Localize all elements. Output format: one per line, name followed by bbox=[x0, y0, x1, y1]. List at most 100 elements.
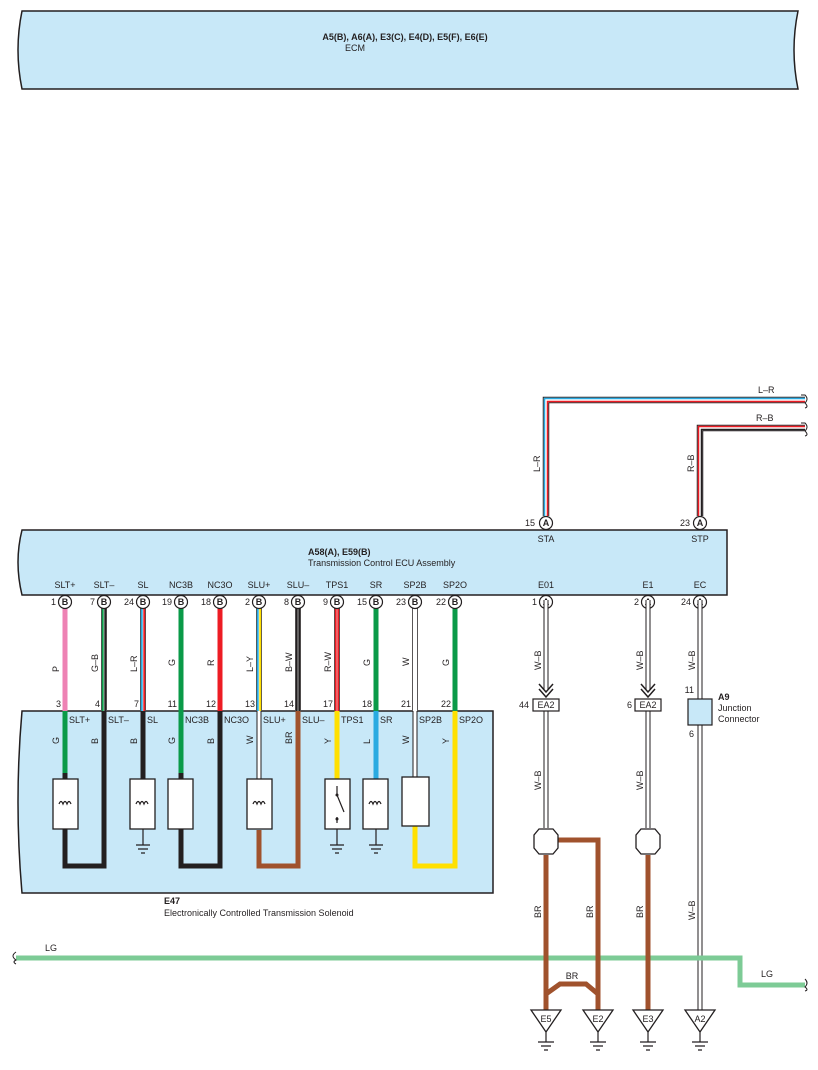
wire-label-lg-right: LG bbox=[761, 969, 773, 979]
coil-icon bbox=[246, 778, 273, 830]
pin-number: 1 bbox=[51, 597, 56, 607]
pin-number: 24 bbox=[124, 597, 134, 607]
wire-color-label: L–Y bbox=[245, 656, 255, 672]
pin-label: STP bbox=[691, 534, 709, 544]
ground-a2-icon: A2 bbox=[683, 1009, 717, 1051]
a9-name-line1: Junction bbox=[718, 703, 752, 713]
pin-number: 15 bbox=[525, 518, 535, 528]
a9-name-line2: Connector bbox=[718, 714, 760, 724]
pin-number: 22 bbox=[441, 699, 451, 709]
pin-connector-letter: A bbox=[543, 518, 550, 528]
harness-wire: G bbox=[167, 605, 184, 711]
pin-label: SLU– bbox=[287, 580, 310, 590]
junction-ea2-left bbox=[532, 698, 560, 712]
pin-number: 15 bbox=[357, 597, 367, 607]
pin-connector-letter: B bbox=[62, 597, 69, 607]
pin-number: 21 bbox=[401, 699, 411, 709]
ea2-right-pin: 6 bbox=[627, 700, 632, 710]
harness-wire: B–W bbox=[284, 605, 301, 711]
pin-label: SLU+ bbox=[248, 580, 271, 590]
pin-label: SR bbox=[370, 580, 383, 590]
pin-label: TPS1 bbox=[341, 715, 364, 725]
harness-wire: R bbox=[206, 605, 223, 711]
ground-e3-icon: E3 bbox=[631, 1009, 665, 1051]
pin-number: 17 bbox=[323, 699, 333, 709]
tcu-pin-slu: SLU– B8 bbox=[284, 580, 310, 610]
pin-label: NC3B bbox=[169, 580, 193, 590]
pin-number: 7 bbox=[134, 699, 139, 709]
wire-color-label: P bbox=[51, 666, 61, 672]
ground-e2-icon: E2 bbox=[581, 1009, 615, 1051]
ea2-left-pin: 44 bbox=[519, 700, 529, 710]
wire-color-label: W bbox=[245, 735, 255, 744]
wire-color-label: W bbox=[401, 735, 411, 744]
pin-number: 24 bbox=[681, 597, 691, 607]
coil-icon bbox=[362, 778, 389, 854]
pin-label: STA bbox=[538, 534, 555, 544]
wire-color-label: W bbox=[401, 657, 411, 666]
pin-label: SL bbox=[147, 715, 158, 725]
pin-connector-letter: B bbox=[217, 597, 224, 607]
pin-number: 18 bbox=[362, 699, 372, 709]
pin-number: 23 bbox=[396, 597, 406, 607]
solenoid-components bbox=[52, 776, 430, 854]
pin-number: 12 bbox=[206, 699, 216, 709]
ecm-box: A5(B), A6(A), E3(C), E4(D), E5(F), E6(E)… bbox=[17, 10, 799, 90]
wire-color-label: G bbox=[167, 659, 177, 666]
wire-color-label: Y bbox=[441, 738, 451, 744]
pin-number: 22 bbox=[436, 597, 446, 607]
harness-wire: G bbox=[441, 605, 458, 711]
switch-box bbox=[167, 778, 194, 830]
pin-label: NC3B bbox=[185, 715, 209, 725]
ground-circuits: W–B W–B EA2 44 W–B W–B EA2 6 W–B W–B 11 … bbox=[12, 600, 808, 1051]
ground-label: E2 bbox=[592, 1014, 603, 1024]
wire-color-label: B bbox=[129, 738, 139, 744]
pin-label: SLT+ bbox=[69, 715, 90, 725]
pin-number: 13 bbox=[245, 699, 255, 709]
harness-wire: P bbox=[51, 605, 68, 711]
speed-sensor-box bbox=[401, 776, 430, 827]
solenoid-pin-sl: 7SL B bbox=[129, 699, 158, 744]
wire-color-label: BR bbox=[284, 731, 294, 744]
pin-number: 23 bbox=[680, 518, 690, 528]
wire-color-label: R–W bbox=[323, 651, 333, 672]
pin-label: SLT+ bbox=[54, 580, 75, 590]
pin-connector-letter: B bbox=[295, 597, 302, 607]
wire-color-label: L–R bbox=[129, 655, 139, 672]
pin-connector-letter: B bbox=[452, 597, 459, 607]
a9-pin-top: 11 bbox=[685, 685, 694, 695]
wire-label-l-r-vertical: L–R bbox=[532, 455, 542, 472]
wire-color-label: L bbox=[362, 739, 372, 744]
wire-label-e1-upper: W–B bbox=[635, 650, 645, 670]
pin-label: SLT– bbox=[94, 580, 115, 590]
solenoid-pins: 3SLT+G4SLT–B7SLB11NC3BG12NC3OB13SLU+W14S… bbox=[51, 699, 483, 744]
pin-connector-letter: B bbox=[178, 597, 185, 607]
pin-number: 7 bbox=[90, 597, 95, 607]
harness-wire: W bbox=[401, 605, 418, 711]
tcu-pin-slt: SLT+ B1 bbox=[51, 580, 76, 610]
wire-color-label: G bbox=[441, 659, 451, 666]
tcu-pin-stp: 23 A STP bbox=[680, 515, 709, 544]
pin-number: 2 bbox=[634, 597, 639, 607]
solenoid-id: E47 bbox=[164, 896, 180, 906]
pin-number: 8 bbox=[284, 597, 289, 607]
pin-number: 9 bbox=[323, 597, 328, 607]
wire-label-br-1: BR bbox=[533, 905, 543, 918]
wire-color-label: G bbox=[362, 659, 372, 666]
harness-wire: R–W bbox=[323, 605, 340, 711]
junction-a9 bbox=[687, 698, 713, 726]
tcu-bottom-pins: SLT+B1SLT–B7SLB24NC3BB19NC3OB18SLU+B2SLU… bbox=[51, 580, 708, 610]
tcu-box: A58(A), E59(B) Transmission Control ECU … bbox=[17, 529, 728, 596]
splice-point-icon bbox=[635, 828, 661, 855]
wire-label-ec-upper: W–B bbox=[687, 650, 697, 670]
